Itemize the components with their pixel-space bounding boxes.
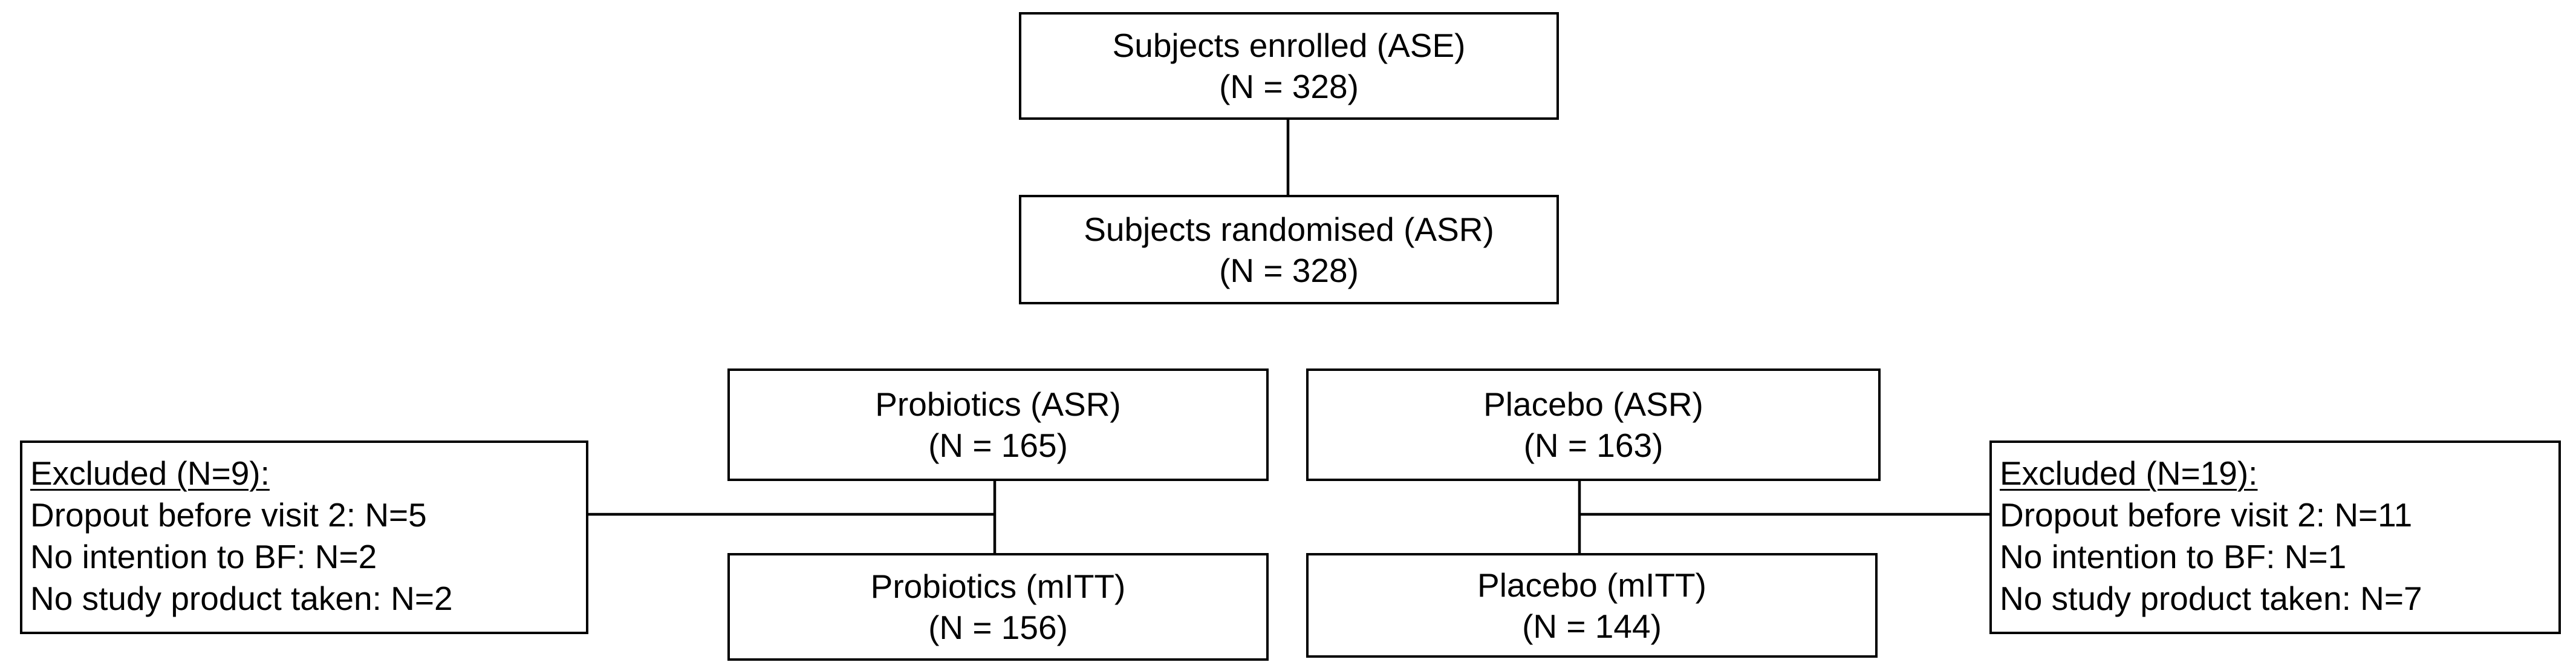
excluded-right-header: Excluded (N=19): <box>2000 454 2258 492</box>
excluded-right-line: Dropout before visit 2: N=11 <box>2000 496 2413 534</box>
randomised-title: Subjects randomised (ASR) <box>1084 210 1494 248</box>
excluded-left-header: Excluded (N=9): <box>30 454 270 492</box>
excluded-right-box: Excluded (N=19): Dropout before visit 2:… <box>1989 440 2561 634</box>
excluded-right-line: No intention to BF: N=1 <box>2000 538 2347 575</box>
probiotics-mitt-box: Probiotics (mITT) (N = 156) <box>727 553 1269 661</box>
probiotics-asr-box: Probiotics (ASR) (N = 165) <box>727 368 1269 481</box>
placebo-mitt-count: (N = 144) <box>1522 607 1662 645</box>
excluded-left-line: No intention to BF: N=2 <box>30 538 377 575</box>
probiotics-asr-count: (N = 165) <box>928 427 1068 464</box>
placebo-asr-box: Placebo (ASR) (N = 163) <box>1306 368 1881 481</box>
enrolled-count: (N = 328) <box>1219 68 1359 105</box>
placebo-asr-count: (N = 163) <box>1523 427 1664 464</box>
excluded-left-line: No study product taken: N=2 <box>30 580 453 617</box>
enrolled-box: Subjects enrolled (ASE) (N = 328) <box>1019 12 1559 120</box>
probiotics-mitt-count: (N = 156) <box>928 609 1068 646</box>
placebo-mitt-box: Placebo (mITT) (N = 144) <box>1306 553 1878 658</box>
excluded-left-line: Dropout before visit 2: N=5 <box>30 496 427 534</box>
probiotics-mitt-title: Probiotics (mITT) <box>870 568 1126 605</box>
placebo-asr-title: Placebo (ASR) <box>1483 385 1703 423</box>
enrolled-title: Subjects enrolled (ASE) <box>1112 27 1466 64</box>
excluded-right-line: No study product taken: N=7 <box>2000 580 2422 617</box>
randomised-count: (N = 328) <box>1219 251 1359 289</box>
probiotics-asr-title: Probiotics (ASR) <box>875 385 1121 423</box>
randomised-box: Subjects randomised (ASR) (N = 328) <box>1019 195 1559 304</box>
excluded-left-box: Excluded (N=9): Dropout before visit 2: … <box>20 440 588 634</box>
placebo-mitt-title: Placebo (mITT) <box>1477 566 1706 604</box>
